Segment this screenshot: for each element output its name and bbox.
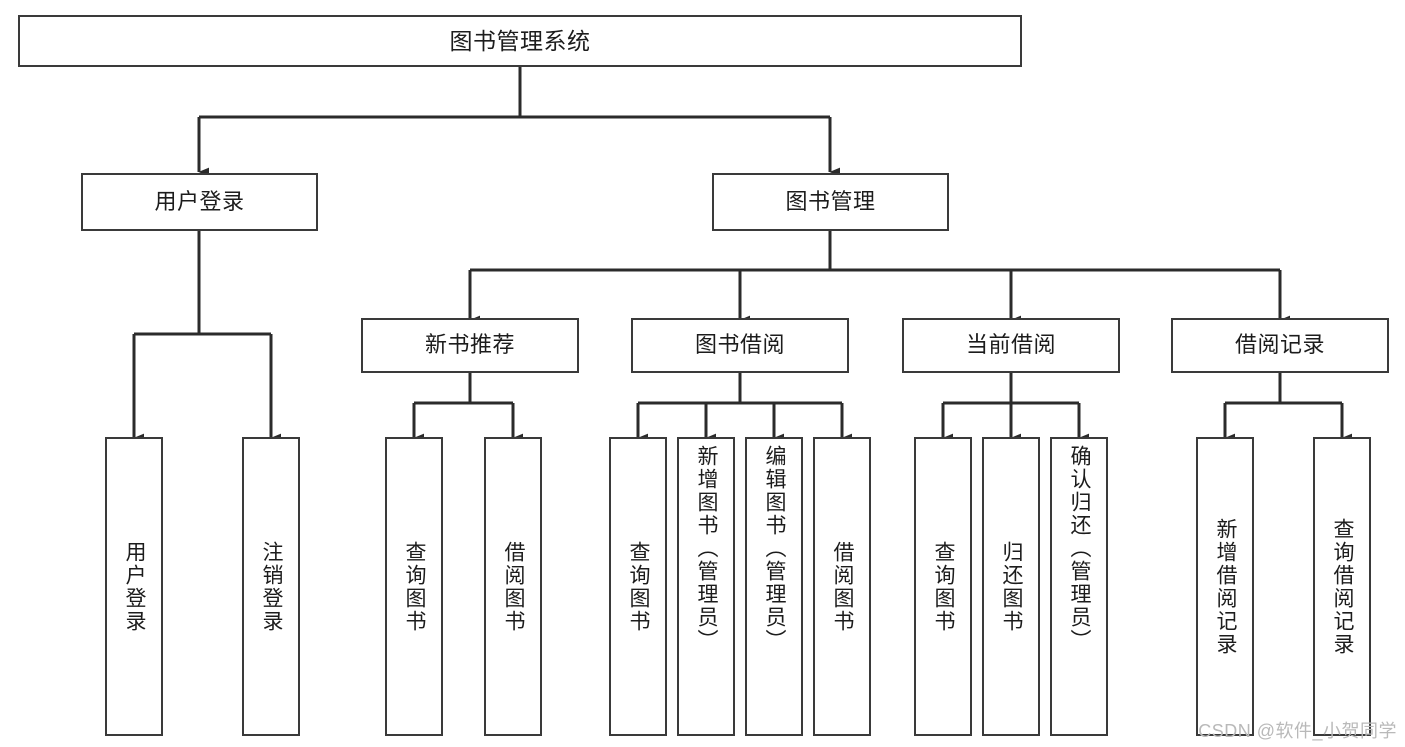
leaf-edit-book[interactable]: 编辑图书（管理员） — [745, 437, 803, 736]
node-label: 借阅图书 — [831, 540, 855, 633]
node-book-borrow[interactable]: 图书借阅 — [631, 318, 849, 373]
node-label: 归还图书 — [1000, 540, 1024, 633]
node-current-borrow[interactable]: 当前借阅 — [902, 318, 1120, 373]
leaf-borrow-book-recommend[interactable]: 借阅图书 — [484, 437, 542, 736]
node-label: 查询图书 — [627, 540, 651, 633]
node-label: 借阅图书 — [502, 540, 526, 633]
leaf-add-borrow-record[interactable]: 新增借阅记录 — [1196, 437, 1254, 736]
node-book-manage[interactable]: 图书管理 — [712, 173, 949, 231]
leaf-user-login[interactable]: 用户登录 — [105, 437, 163, 736]
leaf-query-borrow-record[interactable]: 查询借阅记录 — [1313, 437, 1371, 736]
leaf-borrow-book[interactable]: 借阅图书 — [813, 437, 871, 736]
node-user-login[interactable]: 用户登录 — [81, 173, 318, 231]
node-label: 确认归还（管理员） — [1068, 445, 1092, 652]
leaf-confirm-return[interactable]: 确认归还（管理员） — [1050, 437, 1108, 736]
node-label: 编辑图书（管理员） — [763, 445, 787, 652]
node-label: 图书管理 — [785, 188, 876, 214]
watermark-text: CSDN @软件_小贺同学 — [1198, 721, 1397, 741]
leaf-return-book[interactable]: 归还图书 — [982, 437, 1040, 736]
node-label: 图书借阅 — [694, 332, 785, 358]
node-new-book-rec[interactable]: 新书推荐 — [361, 318, 579, 373]
node-label: 新增图书（管理员） — [695, 445, 719, 652]
leaf-add-book[interactable]: 新增图书（管理员） — [677, 437, 735, 736]
node-label: 用户登录 — [154, 188, 245, 214]
node-label: 查询图书 — [403, 540, 427, 633]
node-label: 图书管理系统 — [449, 27, 591, 54]
node-label: 借阅记录 — [1234, 332, 1325, 358]
leaf-query-book-current[interactable]: 查询图书 — [914, 437, 972, 736]
node-label: 查询图书 — [932, 540, 956, 633]
node-label: 新增借阅记录 — [1214, 517, 1238, 656]
node-label: 当前借阅 — [965, 332, 1056, 358]
leaf-query-book-borrow[interactable]: 查询图书 — [609, 437, 667, 736]
leaf-logout[interactable]: 注销登录 — [242, 437, 300, 736]
leaf-query-book-recommend[interactable]: 查询图书 — [385, 437, 443, 736]
node-label: 查询借阅记录 — [1331, 517, 1355, 656]
node-borrow-record[interactable]: 借阅记录 — [1171, 318, 1389, 373]
node-label: 用户登录 — [123, 540, 147, 633]
node-root-system[interactable]: 图书管理系统 — [18, 15, 1022, 67]
node-label: 新书推荐 — [424, 332, 515, 358]
node-label: 注销登录 — [260, 540, 284, 633]
